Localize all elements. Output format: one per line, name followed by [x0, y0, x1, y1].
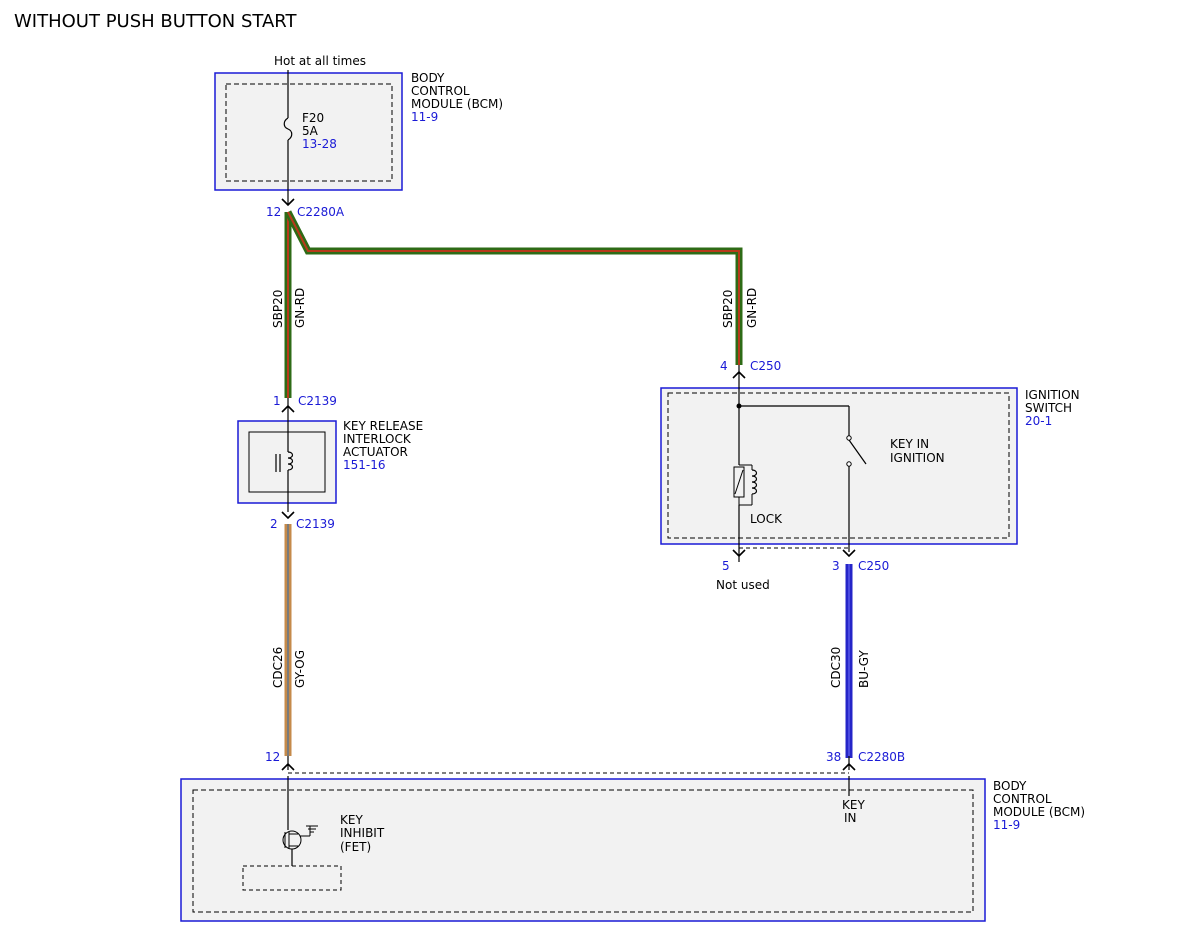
key-in-switch-label-1: KEY IN [890, 437, 929, 451]
wire-cdc30-circuit: CDC30 [829, 647, 843, 688]
c250-pin3-name: C250 [858, 559, 889, 573]
wire-right-color: GN-RD [745, 288, 759, 328]
c2280a-name: C2280A [297, 205, 345, 219]
key-inhibit-label-1: KEY [340, 813, 363, 827]
c2280a-pin: 12 [266, 205, 281, 219]
c250-pin3: 3 [832, 559, 840, 573]
lock-solenoid-icon [733, 464, 758, 506]
c2139-top-pin: 1 [273, 394, 281, 408]
bcm-top-label-2: CONTROL [411, 84, 470, 98]
ignition-label-2: SWITCH [1025, 401, 1072, 415]
page-title: WITHOUT PUSH BUTTON START [14, 11, 297, 32]
bcm-top-inner [225, 83, 393, 182]
bcm-top-label-3: MODULE (BCM) [411, 97, 503, 111]
c2280b-name: C2280B [858, 750, 905, 764]
bcm-bottom-box [180, 778, 986, 922]
key-in-label-1: KEY [842, 798, 865, 812]
actuator-label-3: ACTUATOR [343, 445, 408, 459]
bcm-bottom-label-3: MODULE (BCM) [993, 805, 1085, 819]
wire-left-color: GN-RD [293, 288, 307, 328]
key-in-switch-label-2: IGNITION [890, 451, 945, 465]
switch-contact [846, 435, 852, 441]
bcm-bottom-label-2: CONTROL [993, 792, 1052, 806]
wire-right-circuit: SBP20 [721, 290, 735, 328]
c2139-top-name: C2139 [298, 394, 337, 408]
wire-gn-rd [284, 210, 743, 398]
bcm-bottom-ref: 11-9 [993, 818, 1020, 832]
bcm-top-box [214, 72, 403, 191]
bcm-bottom-label-1: BODY [993, 779, 1027, 793]
switch-blade-icon [848, 439, 867, 465]
c2139-bottom-pin: 2 [270, 517, 278, 531]
c250-pin5: 5 [722, 559, 730, 573]
wire-left-circuit: SBP20 [271, 290, 285, 328]
c2280b-pin: 38 [826, 750, 841, 764]
ignition-switch-box [660, 387, 1018, 545]
actuator-label-2: INTERLOCK [343, 432, 412, 446]
wire-cdc26-color: GY-OG [293, 650, 307, 688]
ignition-ref: 20-1 [1025, 414, 1052, 428]
connector-arrow-icon [842, 549, 856, 558]
actuator-box [237, 420, 337, 504]
not-used-label: Not used [716, 578, 770, 592]
actuator-inner [248, 431, 326, 493]
switch-contact [846, 461, 852, 467]
ignition-switch-inner [667, 392, 1010, 539]
bcm-top-ref: 11-9 [411, 110, 438, 124]
logic-block [242, 865, 342, 891]
key-inhibit-label-3: (FET) [340, 840, 371, 854]
fuse-rating: 5A [302, 124, 319, 138]
ignition-label-1: IGNITION [1025, 388, 1080, 402]
hot-at-all-times-label: Hot at all times [274, 54, 366, 68]
connector-arrow-icon [281, 198, 295, 207]
bcm-top-label-1: BODY [411, 71, 445, 85]
wire-cdc26-circuit: CDC26 [271, 647, 285, 688]
bcm-bottom-left-pin: 12 [265, 750, 280, 764]
c250-top-pin: 4 [720, 359, 728, 373]
bcm-bottom-inner [192, 789, 974, 913]
c2139-bottom-name: C2139 [296, 517, 335, 531]
lock-label: LOCK [750, 512, 783, 526]
fuse-icon [283, 117, 293, 141]
fuse-name: F20 [302, 111, 324, 125]
actuator-ref: 151-16 [343, 458, 386, 472]
c250-top-name: C250 [750, 359, 781, 373]
ground-icon [306, 825, 318, 836]
key-in-label-2: IN [844, 811, 857, 825]
fuse-ref: 13-28 [302, 137, 337, 151]
wire-cdc30-color: BU-GY [857, 650, 871, 688]
actuator-label-1: KEY RELEASE [343, 419, 423, 433]
key-inhibit-label-2: INHIBIT [340, 826, 385, 840]
connector-arrow-icon [281, 511, 295, 520]
solenoid-coil-icon [287, 451, 294, 471]
